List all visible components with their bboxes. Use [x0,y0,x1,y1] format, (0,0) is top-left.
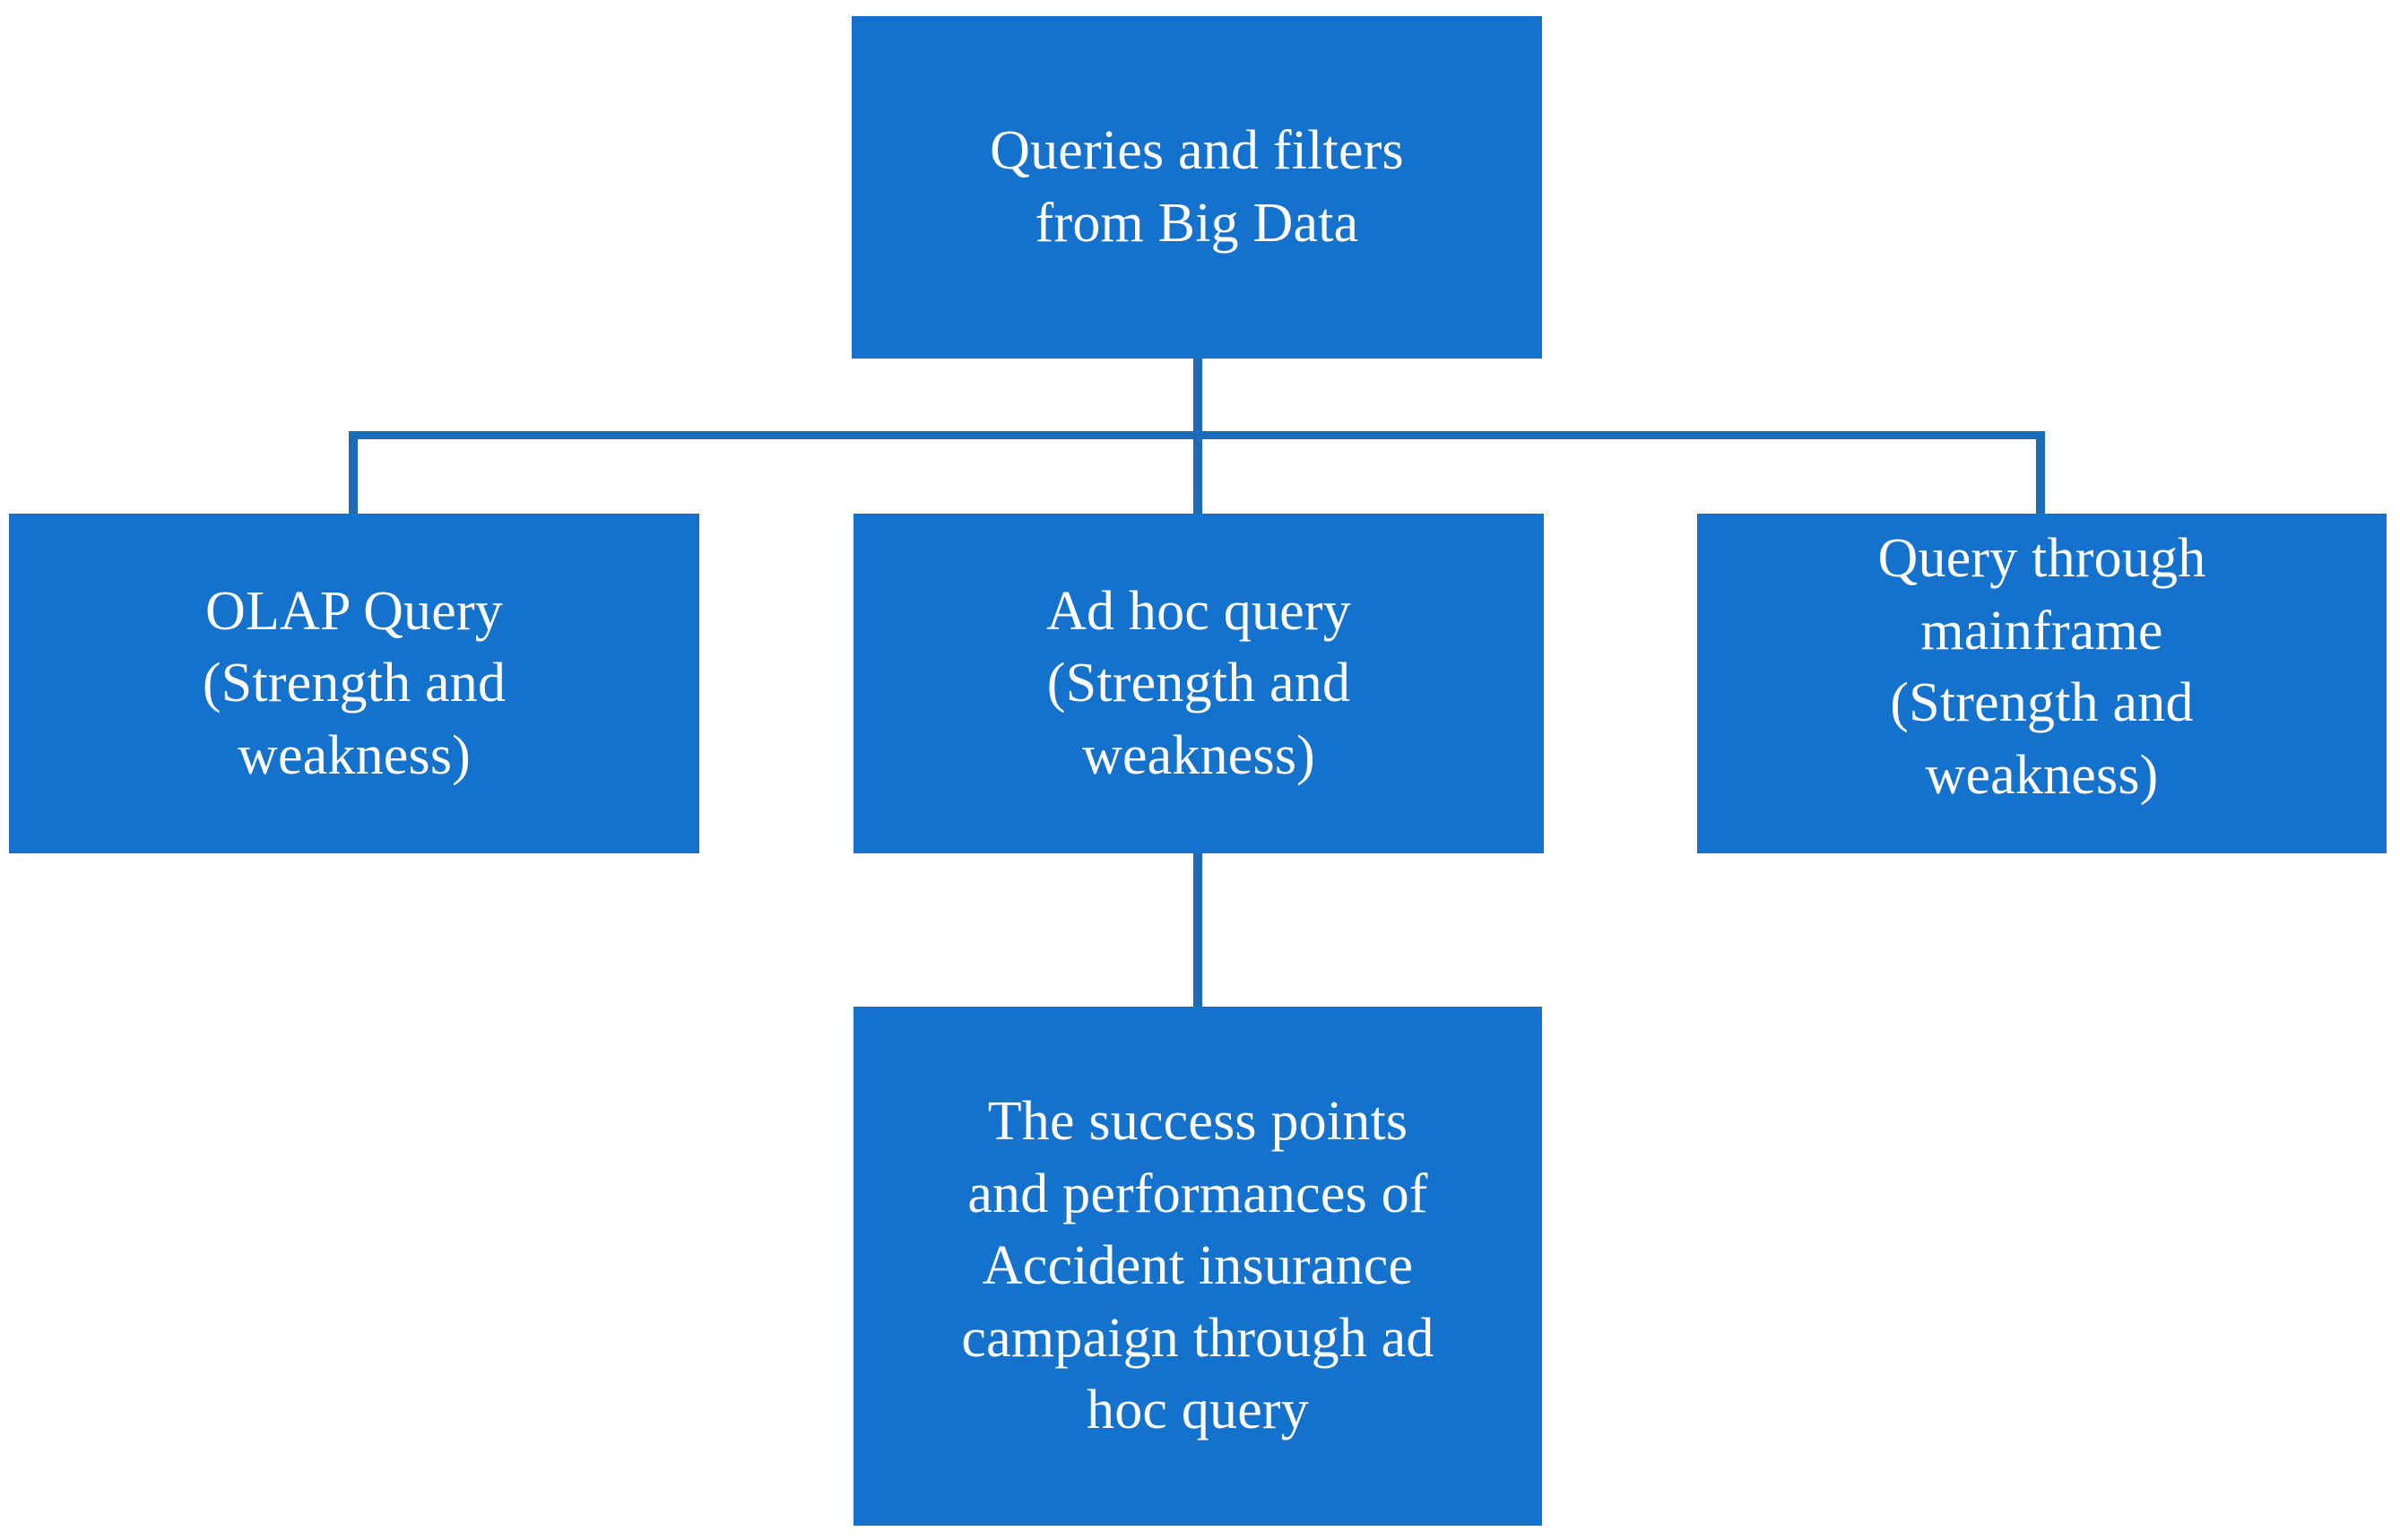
connector-drop-to-mainframe [2036,431,2045,514]
connector-root-stem [1193,359,1202,436]
node-queries-and-filters-from-big-data[interactable]: Queries and filters from Big Data [852,16,1542,359]
connector-drop-to-olap [349,431,358,514]
connector-adhoc-to-outcome [1193,853,1202,1007]
node-ad-hoc-query[interactable]: Ad hoc query (Strength and weakness) [853,514,1544,853]
node-outcome-label: The success points and performances of A… [961,1091,1434,1441]
node-mainframe-label: Query through mainframe (Strength and we… [1877,528,2206,806]
node-query-through-mainframe[interactable]: Query through mainframe (Strength and we… [1697,514,2387,853]
node-root-label: Queries and filters from Big Data [990,120,1404,254]
node-success-points-and-performances[interactable]: The success points and performances of A… [853,1007,1542,1526]
connector-drop-to-adhoc [1193,431,1202,514]
node-olap-label: OLAP Query (Strength and weakness) [202,580,507,786]
node-olap-query[interactable]: OLAP Query (Strength and weakness) [9,514,699,853]
node-adhoc-label: Ad hoc query (Strength and weakness) [1046,580,1351,786]
